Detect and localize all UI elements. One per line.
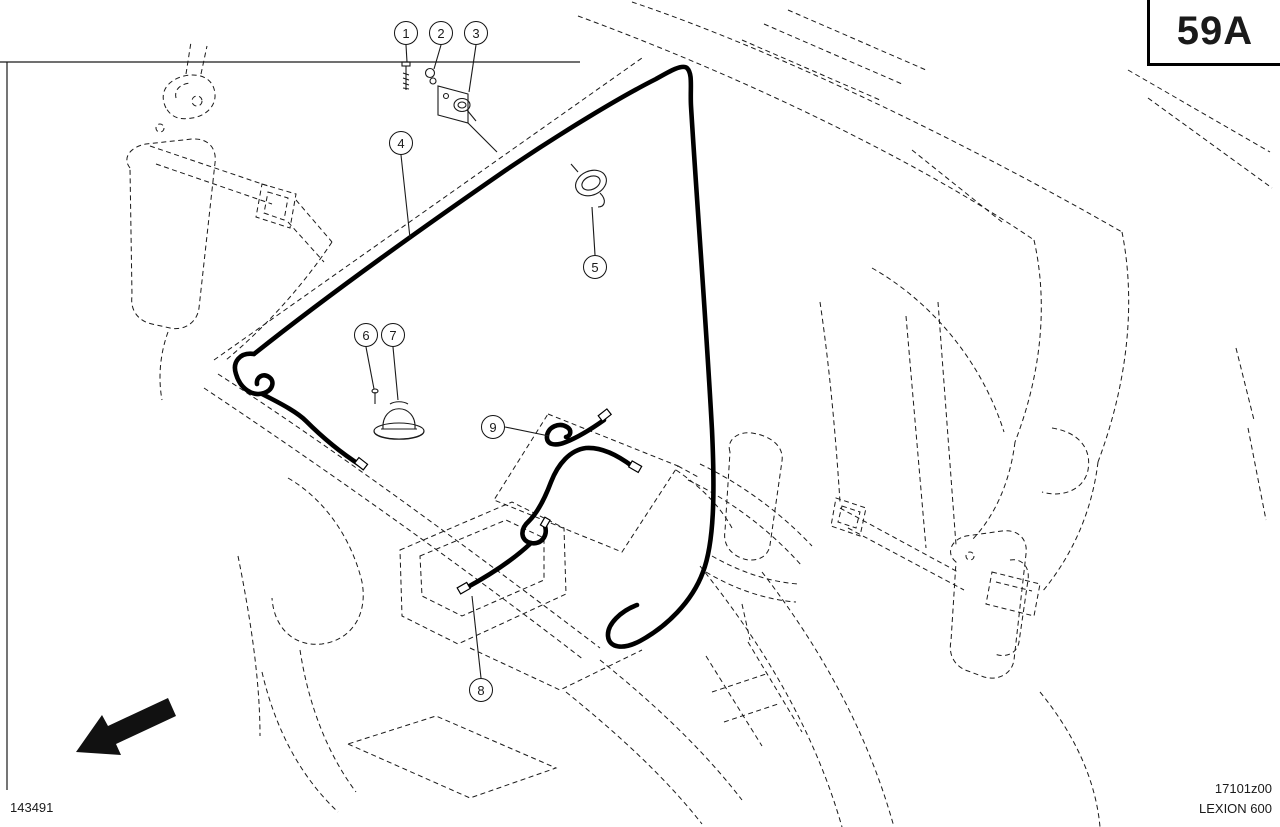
- screw-part: [401, 61, 411, 90]
- callout-5[interactable]: 5: [583, 255, 607, 279]
- callout-3[interactable]: 3: [464, 21, 488, 45]
- drawing-code: 17101z00: [1214, 780, 1272, 796]
- callout-number: 5: [591, 259, 599, 275]
- callout-number: 9: [489, 419, 497, 435]
- callout-2[interactable]: 2: [429, 21, 453, 45]
- callout-number: 2: [437, 25, 445, 41]
- left-mirror-assembly: [126, 41, 333, 361]
- callout-number: 8: [477, 682, 485, 698]
- harness-connectors: [353, 408, 643, 595]
- section-code-box: 59A: [1147, 0, 1280, 66]
- beacon-part: [371, 388, 425, 440]
- page-number: 143491: [10, 800, 54, 815]
- page-frame: [0, 61, 580, 790]
- callout-7[interactable]: 7: [381, 323, 405, 347]
- cable-clamp-part: [570, 163, 607, 208]
- bracket-clamp-part: [437, 85, 498, 153]
- right-mirror-assembly: [830, 497, 1041, 679]
- callout-number: 3: [472, 25, 480, 41]
- callout-number: 6: [362, 327, 370, 343]
- model-name: LEXION 600: [1199, 800, 1272, 816]
- callout-number: 4: [397, 135, 405, 151]
- section-code: 59A: [1176, 9, 1254, 53]
- leader-lines: [365, 44, 596, 679]
- callout-6[interactable]: 6: [354, 323, 378, 347]
- wiring-harness-cable: [232, 64, 716, 649]
- drawing-info: 17101z00 LEXION 600: [1199, 779, 1272, 819]
- callout-4[interactable]: 4: [389, 131, 413, 155]
- callout-number: 1: [402, 25, 410, 41]
- callout-8[interactable]: 8: [469, 678, 493, 702]
- callout-9[interactable]: 9: [481, 415, 505, 439]
- direction-arrow-icon: [76, 698, 176, 755]
- hardware-parts: [371, 61, 607, 440]
- cab-structure: [159, 1, 1273, 827]
- callout-1[interactable]: 1: [394, 21, 418, 45]
- washer-part: [424, 67, 437, 85]
- callout-number: 7: [389, 327, 397, 343]
